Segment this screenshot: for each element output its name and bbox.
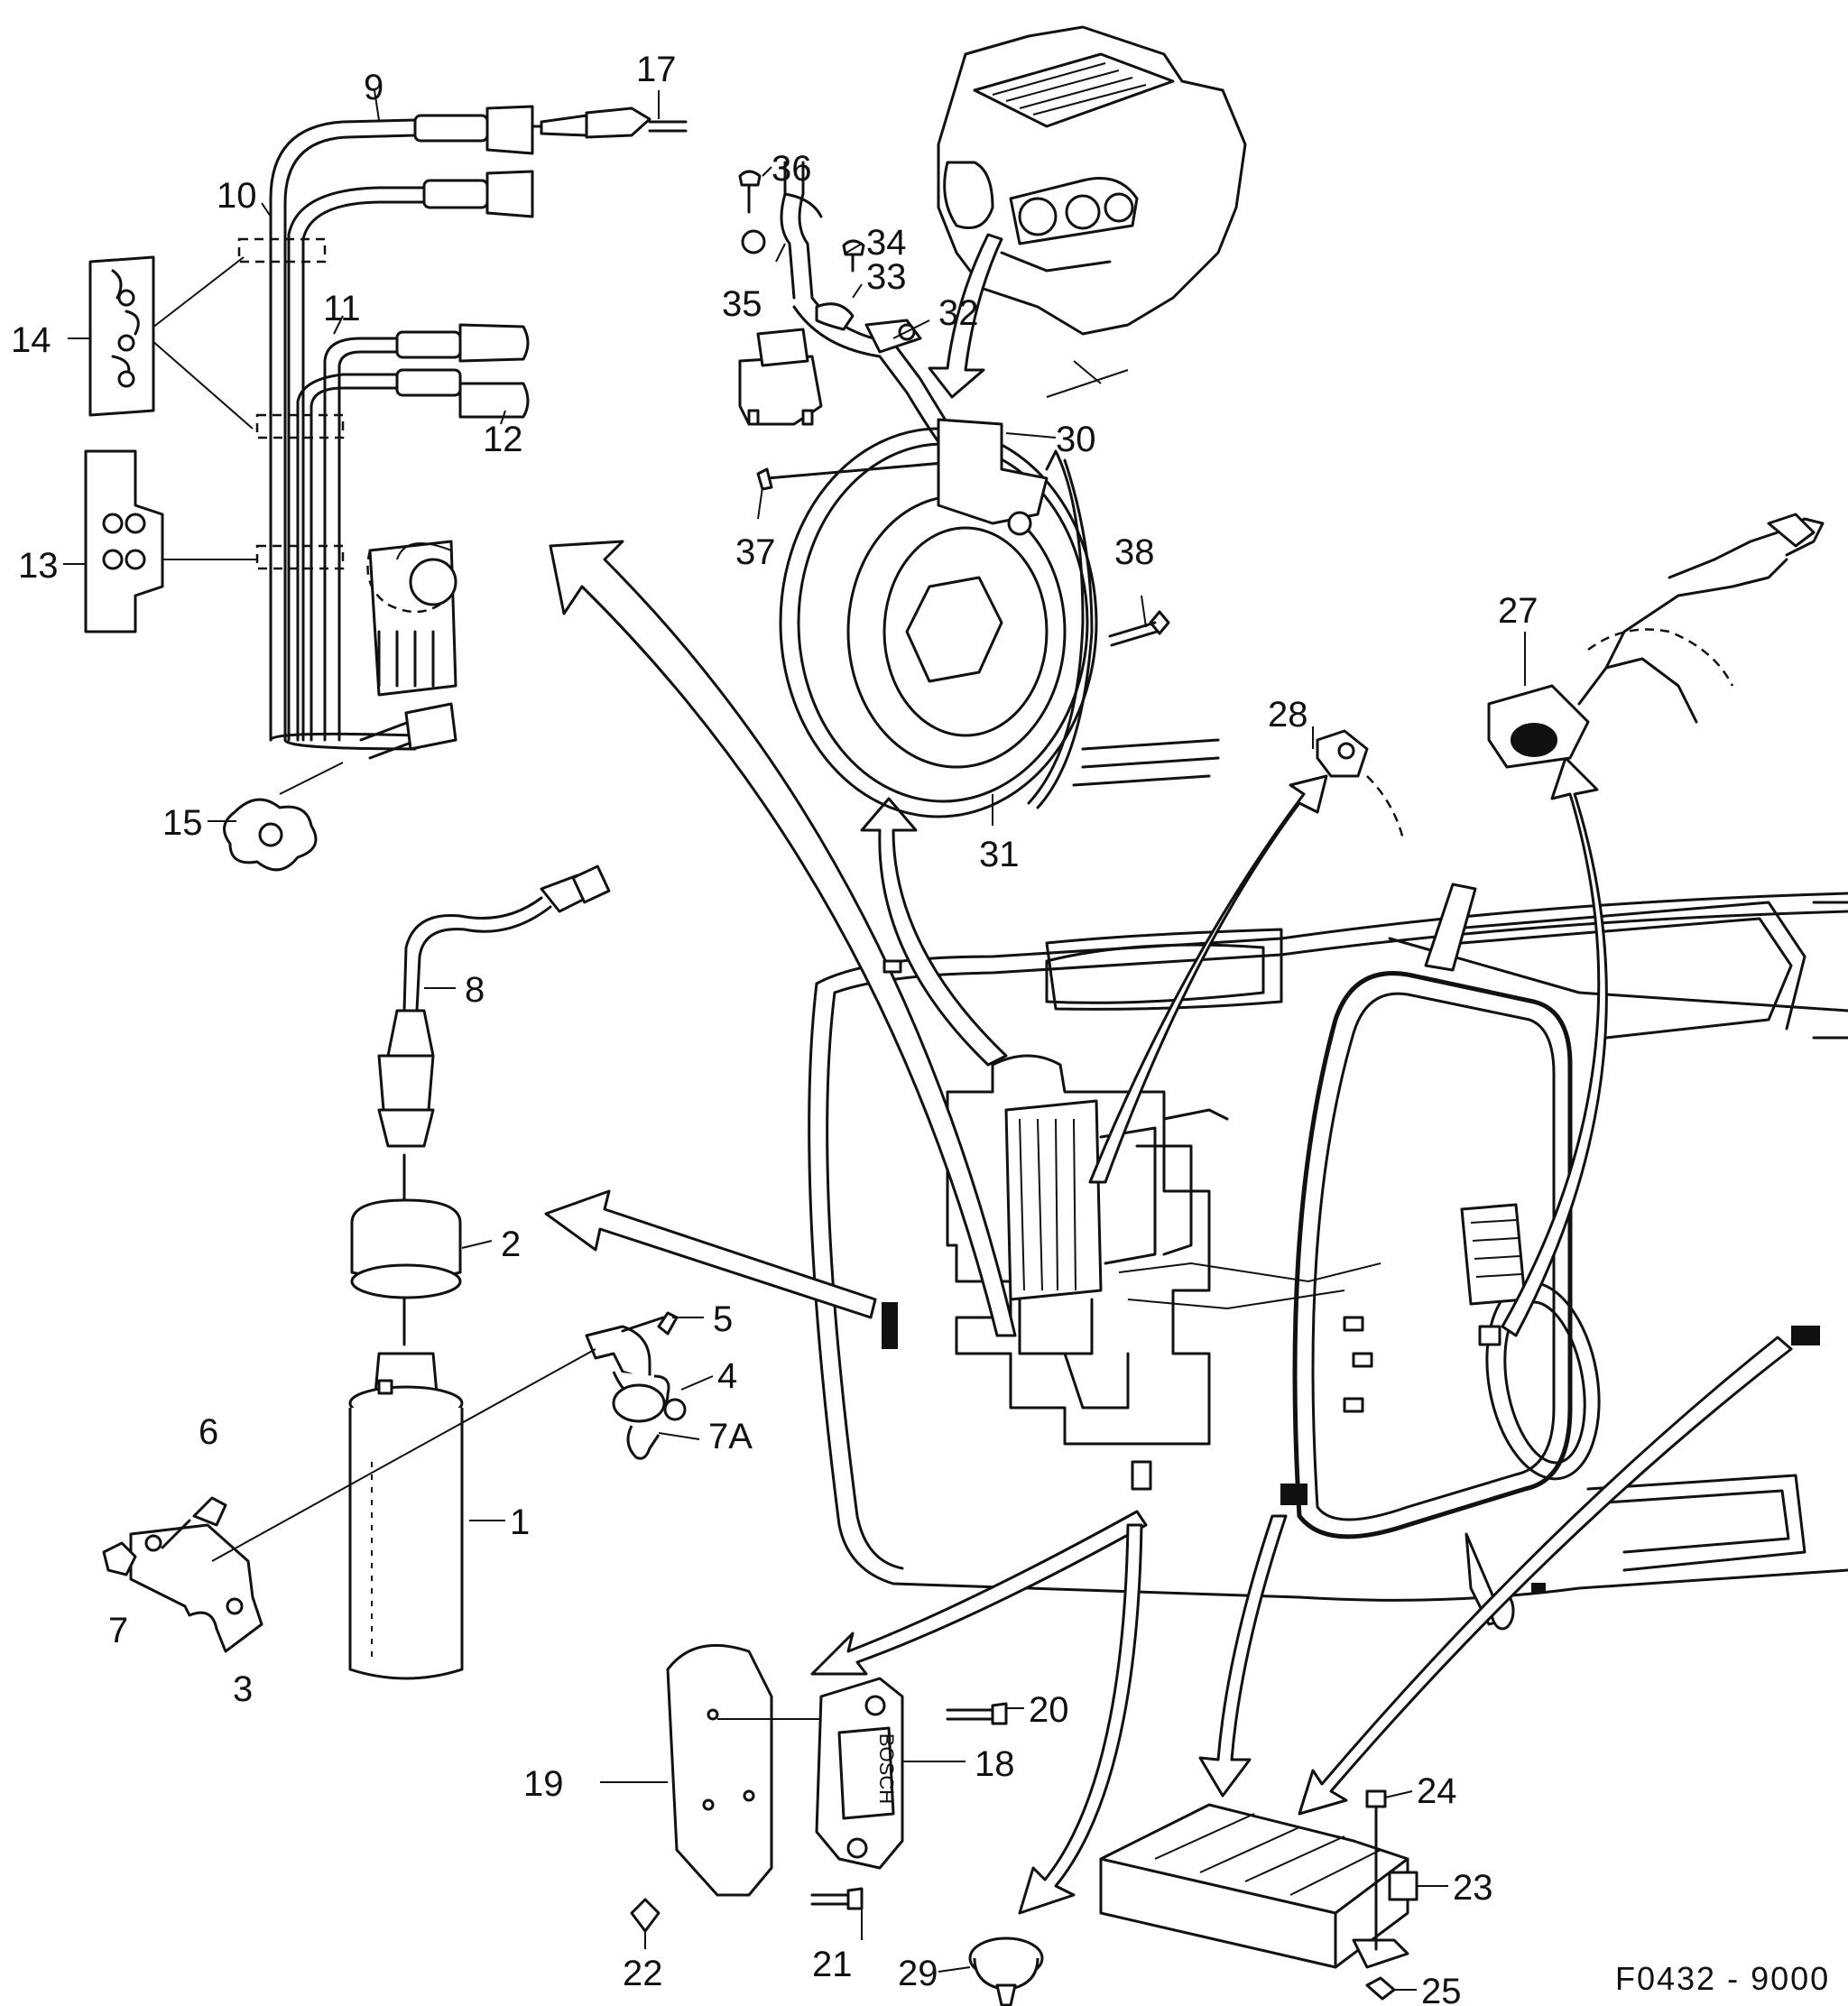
callout-23: 23 bbox=[1453, 1868, 1493, 1908]
engine-block-in-car bbox=[946, 1054, 1381, 1446]
callout-22: 22 bbox=[623, 1954, 663, 1993]
part-13-cable-clip bbox=[84, 449, 164, 633]
callout-35: 35 bbox=[722, 284, 762, 324]
part-14-cable-comb bbox=[88, 255, 155, 417]
callout-32: 32 bbox=[938, 293, 979, 333]
callout-31: 31 bbox=[979, 835, 1020, 874]
callout-18: 18 bbox=[975, 1744, 1015, 1784]
callout-17: 17 bbox=[636, 50, 677, 89]
callout-25: 25 bbox=[1421, 1972, 1462, 2006]
callout-10: 10 bbox=[217, 176, 257, 216]
callout-21: 21 bbox=[812, 1945, 853, 1984]
callout-12: 12 bbox=[483, 420, 523, 459]
ignition-cable-harness bbox=[143, 105, 688, 795]
part-15-cable-spreader bbox=[223, 798, 318, 872]
callout-33: 33 bbox=[866, 257, 907, 297]
part-29-rubber-bumper bbox=[968, 1937, 1044, 2006]
callout-9: 9 bbox=[364, 68, 383, 107]
bosch-logo: BOSCH bbox=[875, 1733, 898, 1804]
callout-labels: 1 2 3 4 5 6 7 7A 8 9 10 11 12 13 14 15 1… bbox=[11, 50, 1538, 2006]
callout-24: 24 bbox=[1417, 1771, 1457, 1811]
callout-19: 19 bbox=[523, 1764, 564, 1804]
callout-27: 27 bbox=[1498, 591, 1538, 631]
figure-reference: F0432 - 9000 bbox=[1615, 1960, 1830, 1997]
callout-38: 38 bbox=[1114, 532, 1155, 572]
callout-20: 20 bbox=[1029, 1690, 1069, 1730]
part-27-ignition-switch bbox=[1487, 513, 1825, 769]
callout-2: 2 bbox=[501, 1225, 521, 1264]
steering-wheel bbox=[1460, 1203, 1601, 1481]
callout-37: 37 bbox=[735, 532, 776, 572]
part-23-control-unit bbox=[1099, 1789, 1418, 2001]
callout-4: 4 bbox=[717, 1356, 737, 1396]
callout-8: 8 bbox=[465, 970, 485, 1010]
callout-15: 15 bbox=[162, 803, 203, 843]
crank-position-sensor bbox=[738, 161, 976, 491]
callout-28: 28 bbox=[1268, 695, 1308, 735]
callout-7: 7 bbox=[108, 1611, 128, 1650]
part-28-knock-sensor bbox=[1316, 729, 1405, 840]
callout-7a: 7A bbox=[708, 1417, 753, 1456]
callout-1: 1 bbox=[510, 1502, 530, 1542]
callout-3: 3 bbox=[233, 1669, 253, 1709]
callout-29: 29 bbox=[898, 1954, 938, 1993]
callout-6: 6 bbox=[199, 1412, 218, 1452]
callout-36: 36 bbox=[772, 149, 812, 189]
ignition-module-group: BOSCH bbox=[630, 1643, 1008, 1933]
callout-30: 30 bbox=[1056, 420, 1096, 459]
engine-illustration bbox=[928, 25, 1247, 399]
crank-pulley bbox=[779, 360, 1220, 818]
locator-arrows bbox=[544, 540, 1820, 1915]
car-body-outline bbox=[808, 883, 1848, 1631]
callout-leaders bbox=[63, 89, 1526, 1991]
callout-34: 34 bbox=[866, 223, 907, 263]
callout-11: 11 bbox=[323, 289, 361, 328]
callout-14: 14 bbox=[11, 320, 51, 360]
callout-5: 5 bbox=[713, 1299, 733, 1339]
coil-assembly bbox=[102, 864, 687, 1680]
callout-13: 13 bbox=[18, 546, 59, 586]
